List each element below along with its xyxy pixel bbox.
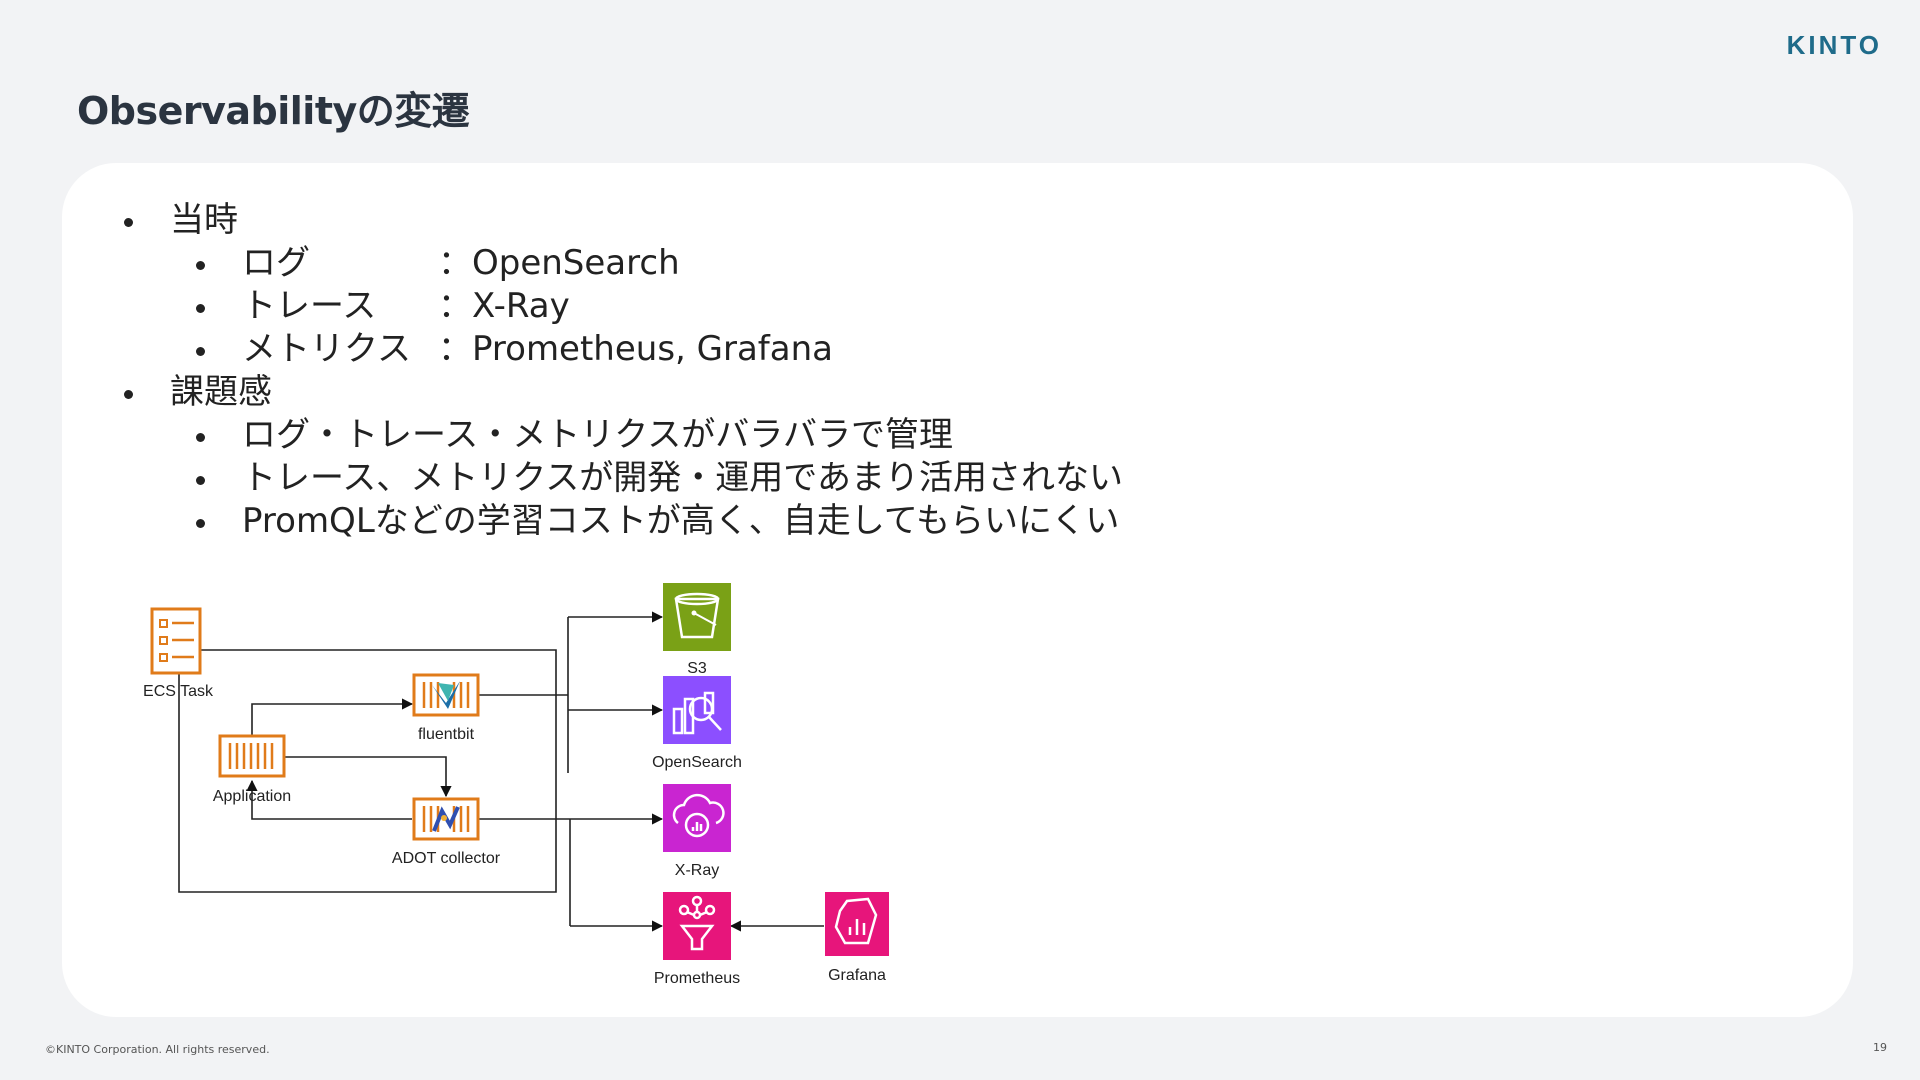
item-value: ：OpenSearch (438, 243, 680, 283)
item-key: ログ (242, 243, 310, 283)
s3-icon (663, 583, 731, 651)
application-label: Application (213, 788, 291, 805)
content-card: 当時 ログ ：OpenSearch トレース ：X-Ray メトリクス ：Promet… (62, 163, 1853, 1017)
kinto-logo: KINTO (1786, 30, 1882, 60)
copyright-footer: ©KINTO Corporation. All rights reserved. (45, 1043, 270, 1056)
fluentbit-label: fluentbit (418, 726, 475, 743)
ecs-task-icon (150, 607, 202, 675)
grafana-icon (825, 892, 889, 956)
list-item: PromQLなどの学習コストが高く、自走してもらいにくい (242, 501, 1120, 541)
bullet-dot (196, 433, 205, 442)
s3-label: S3 (687, 660, 707, 677)
bullet-dot (196, 476, 205, 485)
grafana-label: Grafana (828, 967, 886, 984)
architecture-diagram: ECS Task fluentbit Application (143, 583, 889, 987)
arrow-adot-to-app (246, 779, 412, 820)
ecs-task-boundary (178, 649, 557, 893)
list-item: ログ・トレース・メトリクスがバラバラで管理 (242, 415, 953, 455)
opensearch-icon (663, 676, 731, 744)
bullet-dot (124, 218, 133, 227)
item-value: ：X-Ray (438, 286, 570, 326)
bullet-dot (196, 347, 205, 356)
bullet-dot (124, 390, 133, 399)
page-title: Observabilityの変遷 (77, 89, 470, 133)
list-item: トレース ：X-Ray (242, 285, 570, 328)
application-icon (218, 734, 286, 778)
adot-collector-label: ADOT collector (392, 850, 501, 867)
page-number: 19 (1873, 1041, 1887, 1054)
prometheus-label: Prometheus (654, 970, 740, 987)
list-item: トレース、メトリクスが開発・運用であまり活用されない (242, 458, 1123, 498)
list-item: ログ ：OpenSearch (242, 242, 680, 285)
list-item: メトリクス ：Prometheus, Grafana (242, 328, 833, 371)
xray-icon (663, 784, 731, 852)
arrow-app-to-adot (284, 756, 452, 798)
prometheus-icon (663, 892, 731, 960)
bullet-dot (196, 304, 205, 313)
arrow-app-to-fluentbit (251, 698, 414, 736)
item-key: メトリクス (242, 329, 411, 369)
item-value: ：Prometheus, Grafana (438, 329, 834, 369)
xray-label: X-Ray (675, 862, 719, 879)
section1-heading: 当時 (170, 200, 238, 240)
section2-heading: 課題感 (170, 372, 272, 412)
connector-lines (178, 611, 824, 932)
adot-collector-icon (412, 797, 480, 841)
bullet-dot (196, 519, 205, 528)
ecs-task-label: ECS Task (143, 683, 214, 700)
fluentbit-icon (412, 673, 480, 717)
bullet-dot (196, 261, 205, 270)
opensearch-label: OpenSearch (652, 754, 742, 771)
item-key: トレース (242, 286, 377, 326)
